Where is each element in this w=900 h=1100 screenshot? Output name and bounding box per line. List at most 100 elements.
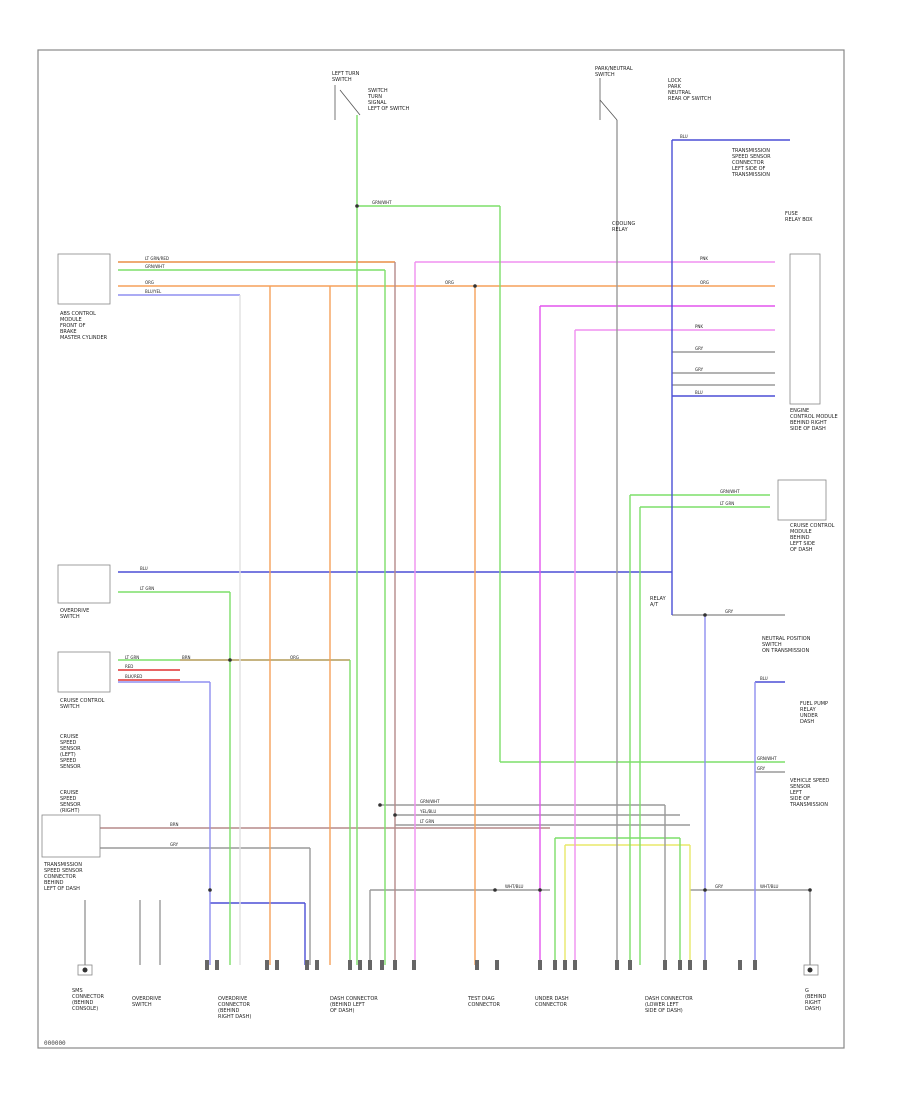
wire-label: LT GRN [140,586,154,591]
ground-symbol [82,967,88,973]
pin [275,960,279,970]
misc-relay-label: RELAY A/T [650,596,667,608]
under-dash-connector-label: UNDER DASH CONNECTOR [535,996,570,1008]
ground-symbol [807,967,813,973]
wire-label: LT GRN/RED [145,256,169,261]
wire-labels: LT GRN/RED GRN/WHT ORG BLU/YEL GRN/WHT O… [125,134,779,889]
pin [348,960,352,970]
pin [678,960,682,970]
wire-label: ORG [445,280,454,285]
dash-connector-right-label: DASH CONNECTOR (LOWER LEFT SIDE OF DASH) [645,996,694,1014]
pin [563,960,567,970]
wire-label: GRN/WHT [145,264,165,269]
junction-dot [393,813,397,817]
wire-label: GRY [715,884,724,889]
wire-label: LT GRN [125,655,139,660]
pin [368,960,372,970]
pin [688,960,692,970]
pin [380,960,384,970]
junction-dot [228,658,232,662]
wire-label: ORG [145,280,154,285]
wire-label: BLU/YEL [145,289,162,294]
wire-label: BLU [680,134,688,139]
wire-label: GRY [725,609,734,614]
top-switches [334,78,618,121]
wire-label: BRN [170,822,179,827]
pin [265,960,269,970]
component-boxes [41,253,827,976]
pin [628,960,632,970]
pin [358,960,362,970]
wire-label: BRN [182,655,191,660]
junction-dot [473,284,477,288]
wire-label: GRN/WHT [757,756,777,761]
pin [412,960,416,970]
junction-dot [355,204,359,208]
pin [663,960,667,970]
abs-module-label: ABS CONTROL MODULE FRONT OF BRAKE MASTER… [60,311,108,341]
dash-connector-label: DASH CONNECTOR (BEHIND LEFT OF DASH) [330,996,379,1014]
junction-dots [82,204,813,973]
junction-dot [703,613,707,617]
overdrive-switch-label: OVERDRIVE SWITCH [60,608,91,620]
test-connector-label: TEST DIAG CONNECTOR [467,996,501,1008]
pin [215,960,219,970]
junction-dot [538,888,542,892]
bottom-connector-pins [205,960,757,970]
wire-label: BLU [140,566,148,571]
ground-label: G (BEHIND RIGHT DASH) [805,988,828,1012]
cruise-module-box [777,479,827,521]
wire-label: GRN/WHT [420,799,440,804]
wire-label: WHT/BLU [505,884,524,889]
neutral-switch-label: NEUTRAL POSITION SWITCH ON TRANSMISSION [762,636,812,654]
abs-module-box [57,253,111,305]
top-right-fuse-label: FUSE RELAY BOX [785,211,813,223]
diagram-frame [37,49,845,1049]
junction-dot [493,888,497,892]
cruise-module-label: CRUISE CONTROL MODULE BEHIND LEFT SIDE O… [790,523,836,553]
wire-label: WHT/BLU [760,884,779,889]
overdrive-switch-bottom-label: OVERDRIVE SWITCH [132,996,163,1008]
overdrive-connector-label: OVERDRIVE CONNECTOR (BEHIND RIGHT DASH) [218,996,252,1020]
wire-label: RED [125,664,133,669]
park-switch-arm [599,99,618,121]
pin [553,960,557,970]
sms-connector-label: SMS CONNECTOR (BEHIND CONSOLE) [72,988,106,1012]
pin [315,960,319,970]
switch-desc-label: SWITCH TURN SIGNAL LEFT OF SWITCH [367,88,410,112]
park-desc-label: LOCK PARK NEUTRAL REAR OF SWITCH [668,78,711,102]
wire-label: ORG [290,655,299,660]
component-labels: LEFT TURN SWITCH SWITCH TURN SIGNAL LEFT… [43,66,839,892]
pin [573,960,577,970]
wire-label: GRY [695,367,704,372]
pin [475,960,479,970]
wire-label: GRY [757,766,766,771]
wire-label: BLU [760,676,768,681]
pin [538,960,542,970]
bottom-labels: SMS CONNECTOR (BEHIND CONSOLE) OVERDRIVE… [72,988,828,1020]
left-turn-switch-arm [339,89,361,116]
wire-label: BLK/RED [125,674,142,679]
wire-label: LT GRN [720,501,734,506]
top-right-relay-label: COOLING RELAY [612,221,637,233]
pin [305,960,309,970]
wire-group-vertical [84,115,811,965]
wire-label: PNK [700,256,708,261]
overdrive-switch-box [57,564,111,604]
fuel-pump-relay-label: FUEL PUMP RELAY UNDER DASH [800,701,830,725]
engine-module-label: ENGINE CONTROL MODULE BEHIND RIGHT SIDE … [790,408,839,432]
pin [205,960,209,970]
trans-sensor-left-label: TRANSMISSION SPEED SENSOR CONNECTOR BEHI… [43,862,84,892]
cruise-sensors2-label: CRUISE SPEED SENSOR (RIGHT) [60,790,82,814]
pin [738,960,742,970]
wire-label: GRN/WHT [720,489,740,494]
pin [495,960,499,970]
diagram-code: 000000 [44,1040,66,1047]
wire-label: GRY [170,842,179,847]
cruise-sensors-label: CRUISE SPEED SENSOR (LEFT) SPEED SENSOR [60,734,82,770]
wire-label: ORG [700,280,709,285]
wire-label: GRN/WHT [372,200,392,205]
wire-label: YEL/BLU [419,809,436,814]
junction-dot [703,888,707,892]
